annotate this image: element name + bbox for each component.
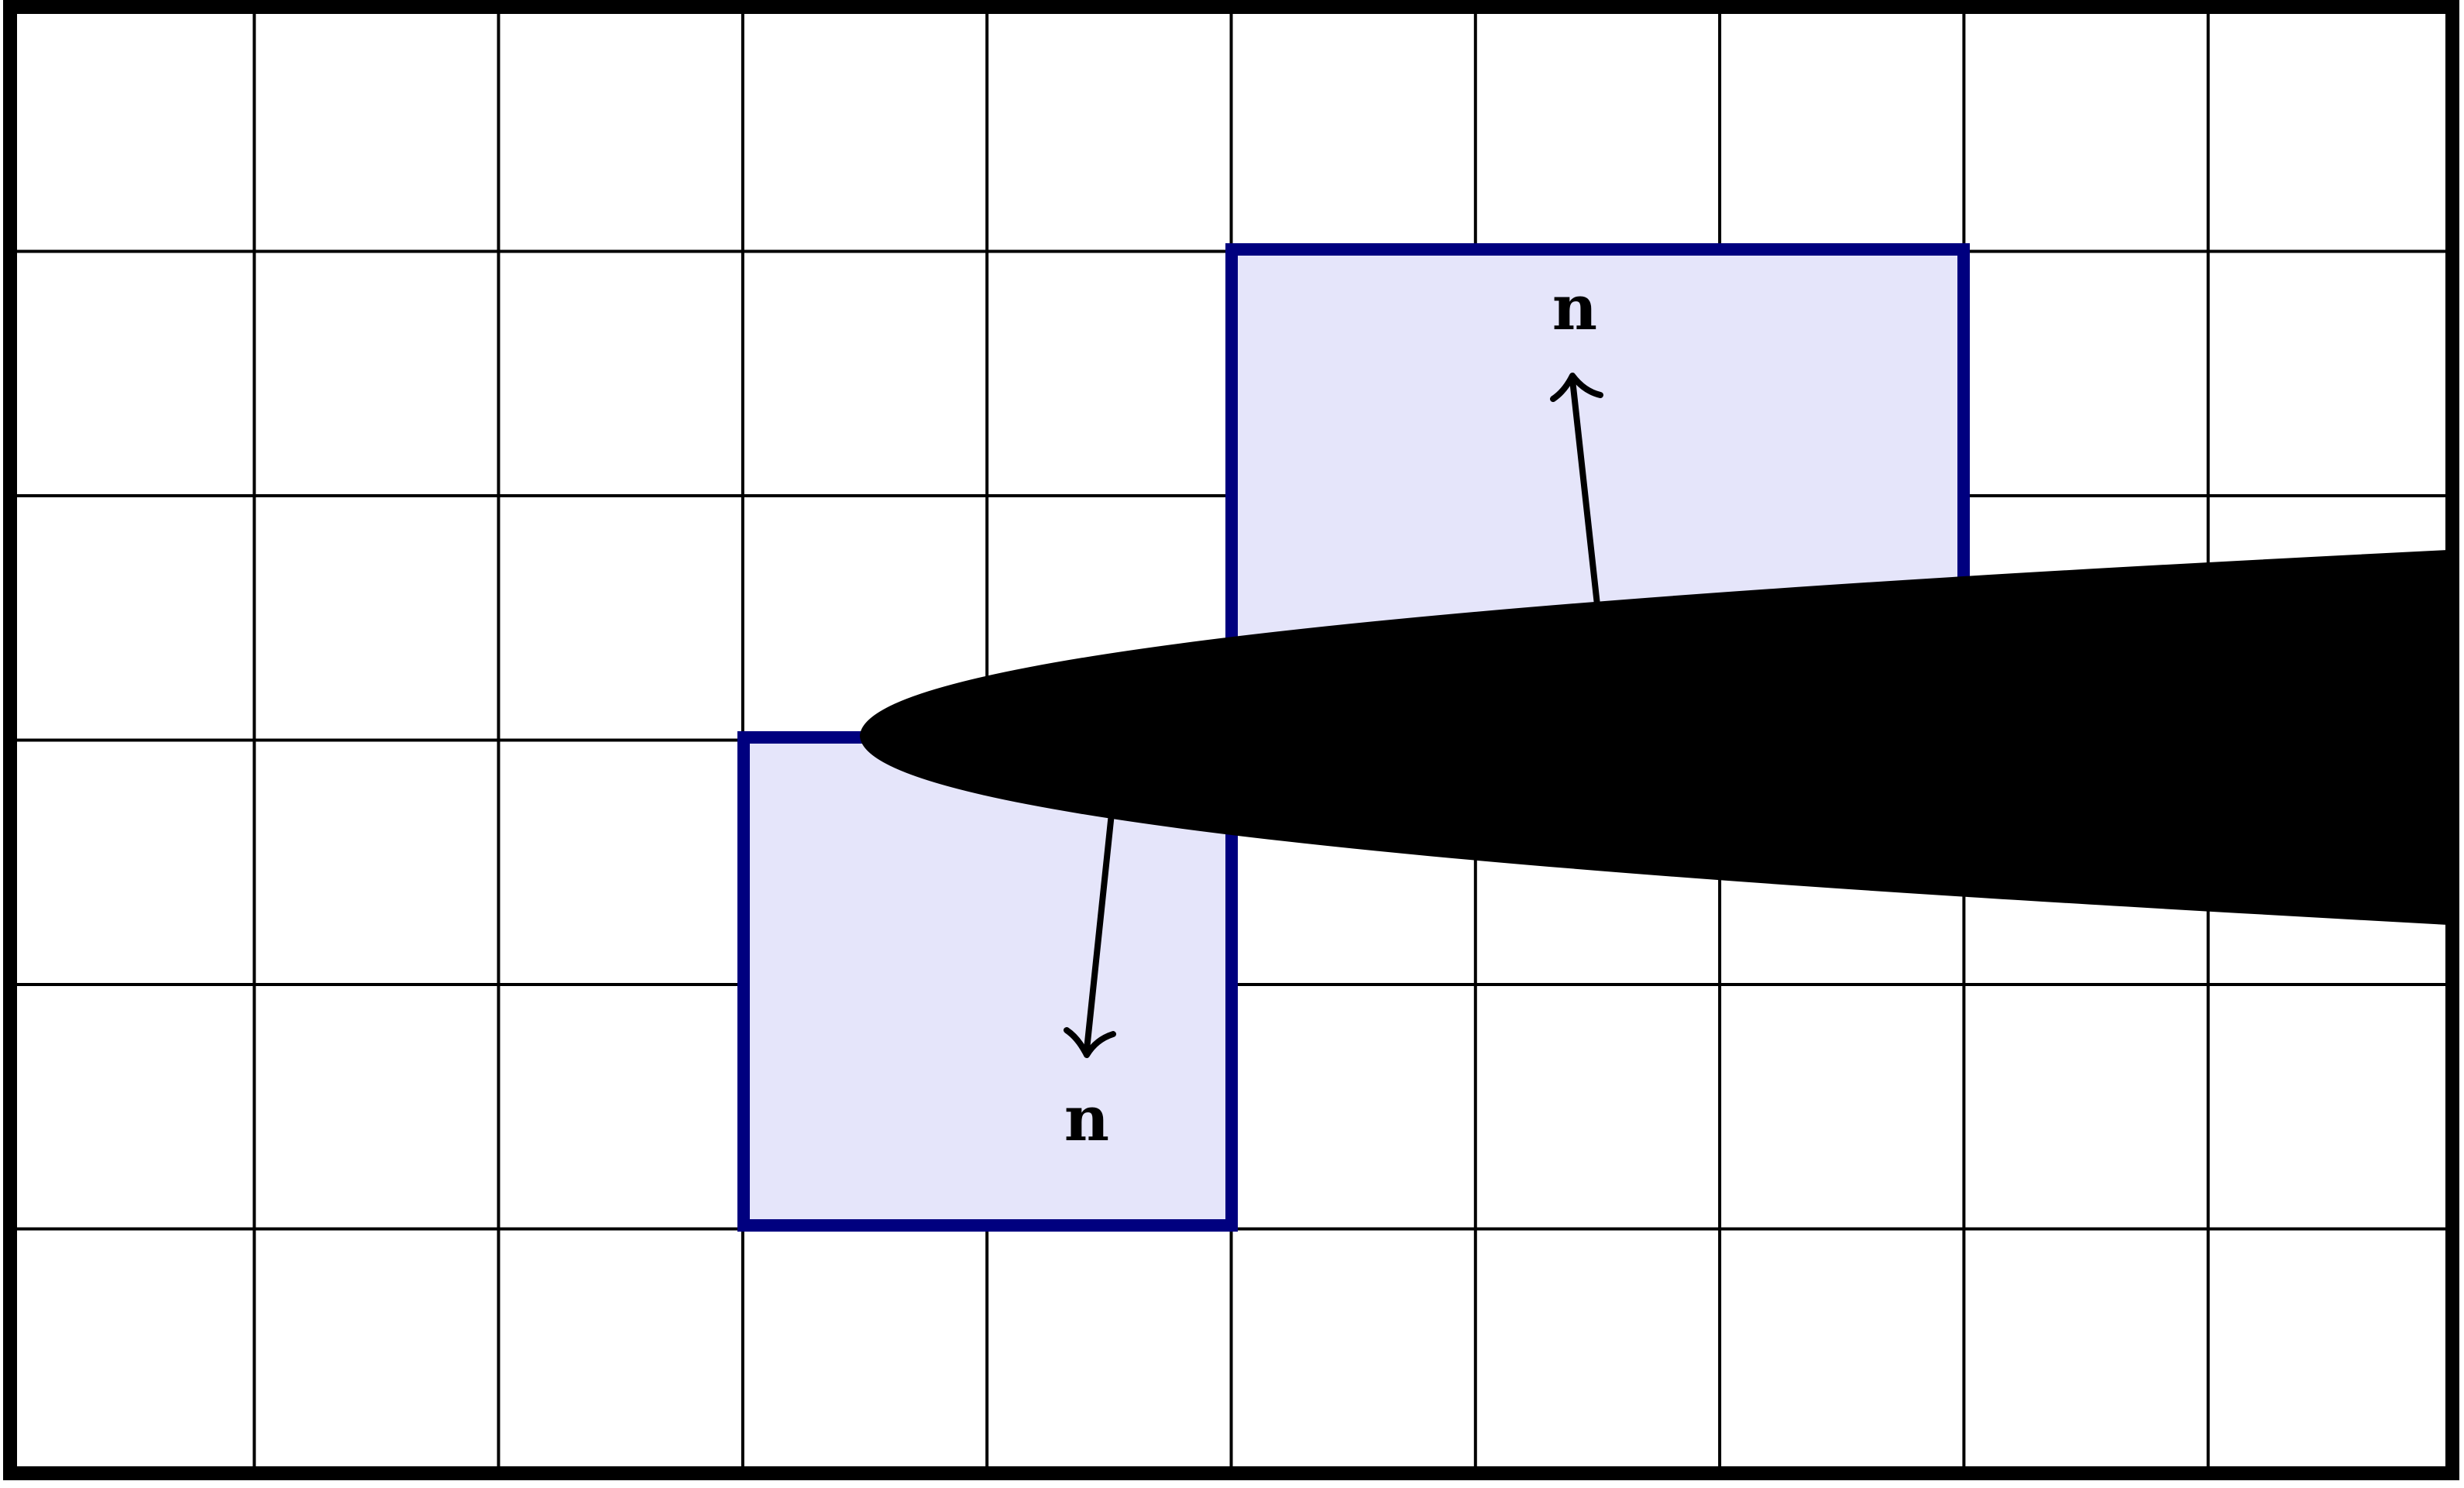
body-shape xyxy=(859,549,2449,926)
lower-normal-label: n xyxy=(1064,1082,1109,1155)
outer-frame xyxy=(3,0,2459,1480)
upper-normal-shaft xyxy=(1569,379,1601,613)
upper-normal-arrow xyxy=(1550,373,1603,613)
lower-normal-arrow xyxy=(1064,813,1116,1058)
lower-normal-shaft xyxy=(1084,813,1115,1050)
lower-normal-arrowhead xyxy=(1064,1027,1116,1058)
upper-normal-arrowhead xyxy=(1550,373,1603,402)
upper-normal-label: n xyxy=(1552,271,1597,344)
